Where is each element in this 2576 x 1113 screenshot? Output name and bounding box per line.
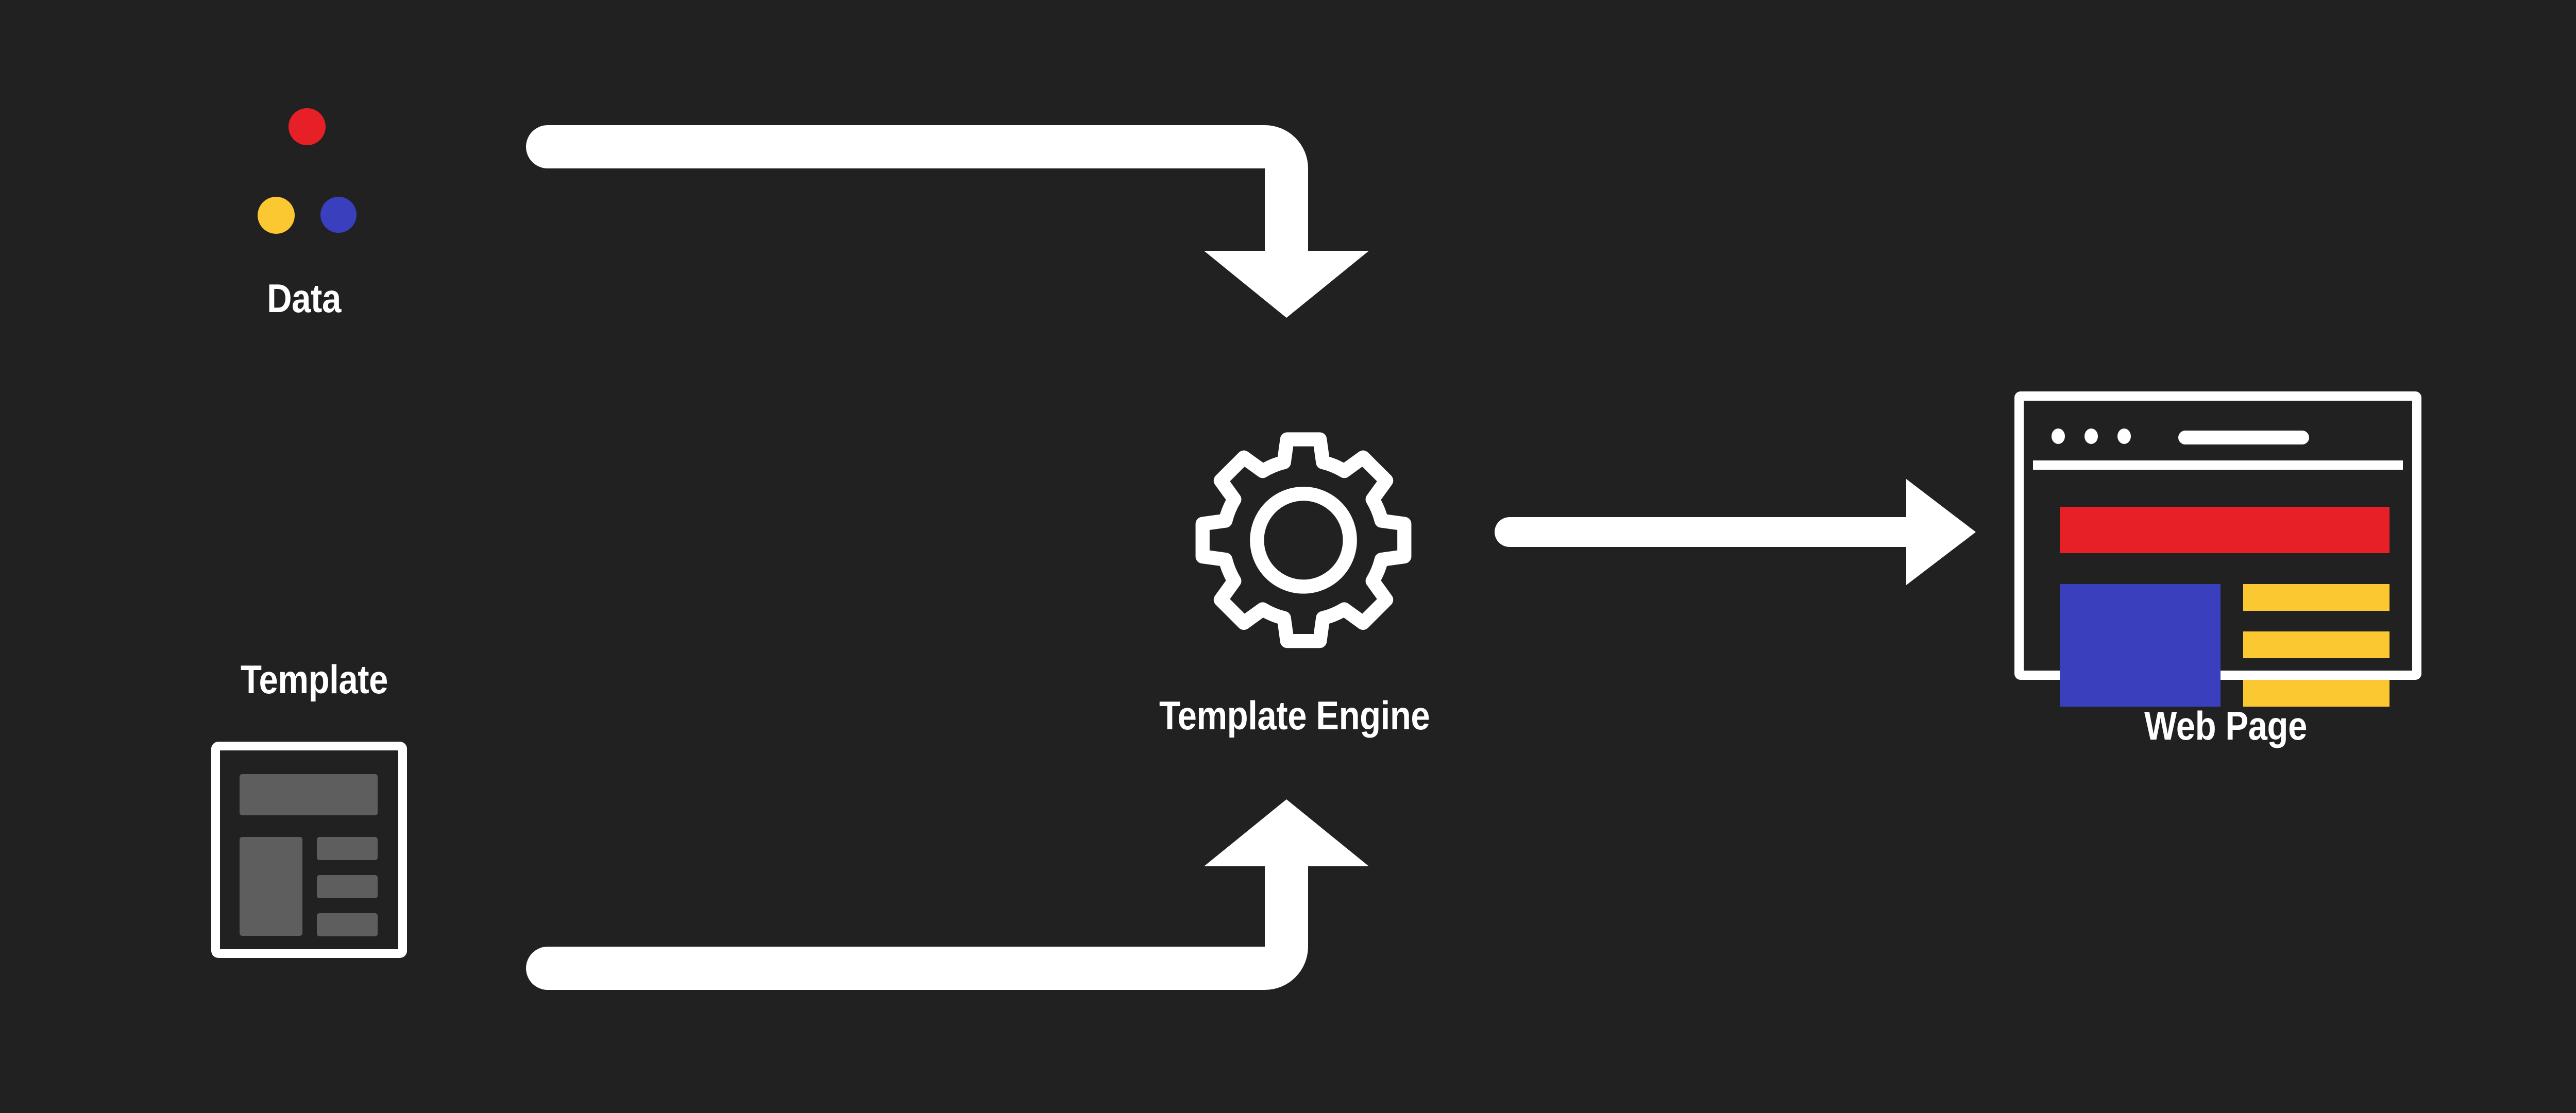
gear-icon	[1190, 422, 1417, 649]
node-data-label: Data	[267, 276, 341, 321]
template-sidebar-block-1	[317, 837, 378, 860]
node-template-engine: Template Engine	[1123, 412, 1638, 773]
template-header-block	[240, 774, 378, 815]
webpage-sidebar-block-3	[2243, 680, 2389, 707]
red-circle-icon	[289, 108, 326, 145]
node-web-page-label: Web Page	[2144, 703, 2307, 748]
browser-dot-icon-1	[2052, 429, 2065, 444]
node-template-label: Template	[240, 657, 388, 702]
node-web-page: Web Page	[1999, 376, 2463, 767]
template-wireframe-icon	[211, 742, 407, 958]
browser-dot-icon-3	[2117, 429, 2131, 444]
yellow-circle-icon	[258, 197, 295, 234]
webpage-sidebar-block-2	[2243, 631, 2389, 658]
browser-chrome-bar	[2033, 410, 2403, 470]
webpage-sidebar-block-1	[2243, 584, 2389, 611]
webpage-header-block	[2060, 507, 2389, 553]
template-wireframe-inner	[220, 750, 398, 949]
browser-address-bar	[2178, 431, 2309, 444]
node-template: Template	[206, 659, 433, 979]
browser-content-area	[2033, 470, 2403, 707]
arrow-template-to-engine	[526, 799, 1369, 990]
browser-dot-icon-2	[2084, 429, 2098, 444]
template-sidebar-block-3	[317, 913, 378, 936]
template-sidebar-block-2	[317, 875, 378, 898]
browser-window-icon	[2014, 391, 2421, 707]
webpage-main-block	[2060, 584, 2221, 707]
blue-circle-icon	[320, 197, 357, 233]
node-data: Data	[206, 98, 402, 345]
template-main-block	[240, 837, 302, 936]
node-template-engine-label: Template Engine	[1159, 693, 1430, 738]
arrow-data-to-engine	[526, 125, 1369, 318]
